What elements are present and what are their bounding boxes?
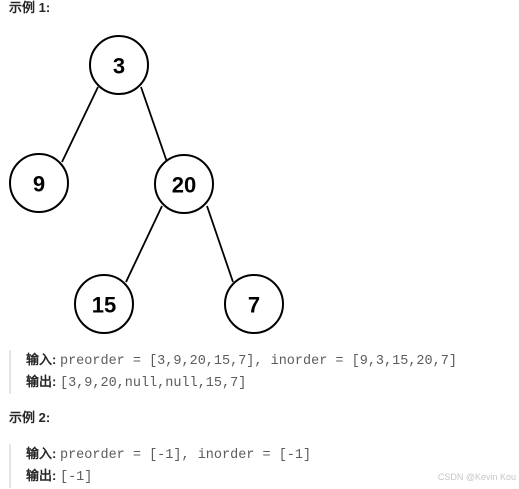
example-2-input-line: 输入: preorder = [-1], inorder = [-1] — [26, 444, 311, 466]
input-value: preorder = [3,9,20,15,7], inorder = [9,3… — [59, 354, 457, 369]
edge-3-9 — [61, 86, 99, 163]
tree-node-15: 15 — [74, 274, 134, 334]
edge-3-20 — [140, 86, 168, 163]
example-1-code-block: 输入: preorder = [3,9,20,15,7], inorder = … — [9, 350, 457, 394]
output-value: [3,9,20,null,null,15,7] — [59, 376, 247, 391]
example-1-heading: 示例 1: — [9, 0, 51, 15]
tree-node-20: 20 — [154, 154, 214, 214]
input-label: 输入: — [26, 352, 57, 367]
example-2-code-block: 输入: preorder = [-1], inorder = [-1] 输出: … — [9, 444, 311, 488]
tree-node-9: 9 — [9, 153, 69, 213]
example-2-output-line: 输出: [-1] — [26, 466, 311, 488]
output-label: 输出: — [26, 374, 57, 389]
output-label: 输出: — [26, 468, 57, 483]
output-value: [-1] — [59, 470, 93, 485]
edge-20-7 — [206, 205, 234, 283]
example-2-heading: 示例 2: — [9, 410, 51, 425]
example-1-output-line: 输出: [3,9,20,null,null,15,7] — [26, 372, 457, 394]
tree-node-label: 3 — [113, 54, 125, 79]
binary-tree-diagram: 3 9 20 15 7 — [9, 35, 284, 334]
tree-node-label: 20 — [172, 173, 196, 198]
tree-node-label: 9 — [33, 172, 45, 197]
tree-node-3: 3 — [89, 35, 149, 95]
edge-20-15 — [125, 205, 163, 283]
example-1-input-line: 输入: preorder = [3,9,20,15,7], inorder = … — [26, 350, 457, 372]
input-label: 输入: — [26, 446, 57, 461]
tree-node-7: 7 — [224, 274, 284, 334]
csdn-watermark: CSDN @Kevin Kou — [437, 472, 516, 482]
input-value: preorder = [-1], inorder = [-1] — [59, 448, 312, 463]
tree-node-label: 7 — [248, 293, 260, 318]
tree-node-label: 15 — [92, 293, 116, 318]
